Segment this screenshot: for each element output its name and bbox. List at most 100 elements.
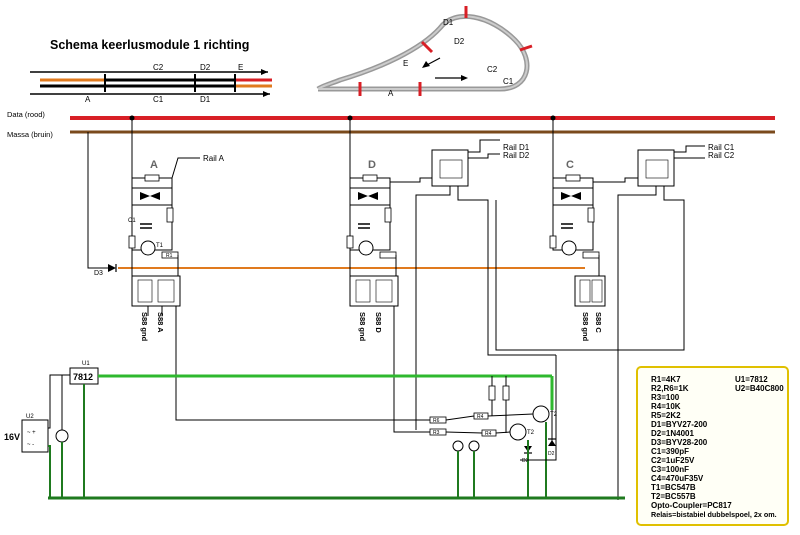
opto-coupler-d xyxy=(349,275,399,307)
resistor-r5 xyxy=(144,174,160,182)
massa-drop-wire xyxy=(87,132,110,269)
relay-c-drive-wire xyxy=(617,186,657,500)
power-supply: ~ + ~ - U2 16V 7812 U1 R6 R3 R4 R4 xyxy=(4,355,625,500)
transistor-t1 xyxy=(561,240,577,256)
diode-d1b xyxy=(368,192,378,200)
t2-right-label: T2 xyxy=(550,412,558,418)
section-d: D S88 gnd S88 D Rail D1 Rail D2 xyxy=(346,115,556,433)
s88-c-label: S88 C xyxy=(594,312,603,333)
s88-d-label: S88 D xyxy=(374,312,383,333)
parts-list-item: R1=4K7 xyxy=(651,375,681,384)
u1-label: U1 xyxy=(82,361,90,367)
track-label-e: E xyxy=(238,63,243,72)
d2-left-label: D2 xyxy=(522,458,529,464)
d3-label: D3 xyxy=(94,270,103,277)
parts-list-item: R4=10K xyxy=(651,402,681,411)
wire xyxy=(48,445,51,498)
schematic-title: Schema keerlusmodule 1 richting xyxy=(50,38,249,52)
resistor-r5-driver xyxy=(488,385,496,401)
loop-arrow-head-2 xyxy=(422,61,430,68)
resistor-r6 xyxy=(128,235,136,249)
opto-transistor xyxy=(591,279,603,303)
resistor-r6 xyxy=(549,235,557,249)
resistor-r6 xyxy=(346,235,354,249)
track-label-c1: C1 xyxy=(153,95,164,104)
rail-d1-label: Rail D1 xyxy=(503,143,530,152)
parts-list-item: R2,R6=1K xyxy=(651,384,689,393)
parts-list-item: Relais=bistabiel dubbelspoel, 2x om. xyxy=(651,510,777,519)
loop-track-inner xyxy=(317,15,528,90)
resistor-r2 xyxy=(384,207,392,223)
d2-right-label: D2 xyxy=(548,451,555,457)
resistor-r5b-driver xyxy=(502,385,510,401)
track-label-a: A xyxy=(85,95,91,104)
parts-list-item: D1=BYV27-200 xyxy=(651,420,708,429)
track-label-c2: C2 xyxy=(153,63,164,72)
detector-network xyxy=(131,177,173,251)
parts-list-item: U1=7812 xyxy=(735,375,768,384)
relay-c xyxy=(637,149,675,187)
wire xyxy=(48,374,70,429)
wire xyxy=(445,431,483,434)
wire xyxy=(520,355,557,461)
capacitor-c4 xyxy=(55,429,69,443)
parts-list: R1=4K7R2,R6=1KR3=100R4=10KR5=2K2D1=BYV27… xyxy=(636,366,789,526)
loop-label-a: A xyxy=(388,89,394,98)
u2-plus: ~ + xyxy=(27,430,36,436)
diode-d1 xyxy=(561,192,571,200)
section-a-name: A xyxy=(150,159,158,171)
resistor-r1 xyxy=(379,251,397,259)
relay-d-coil xyxy=(439,159,463,179)
transistor-t1 xyxy=(358,240,374,256)
parts-list-item: U2=B40C800 xyxy=(735,384,784,393)
detector-network xyxy=(552,177,594,251)
track-label-d1: D1 xyxy=(200,95,211,104)
diode-d1b xyxy=(571,192,581,200)
loop-label-d2: D2 xyxy=(454,37,465,46)
resistor-r2 xyxy=(587,207,595,223)
r3-label: R3 xyxy=(433,430,440,436)
opto-transistor xyxy=(157,279,175,303)
diode-d3 xyxy=(108,264,116,272)
loop-arrow-head xyxy=(461,75,468,81)
wire xyxy=(593,177,638,183)
track-label-d2: D2 xyxy=(200,63,211,72)
rail-c1-wire xyxy=(674,145,705,153)
r4b-label: R4 xyxy=(485,431,492,437)
capacitor-c3 xyxy=(468,440,480,452)
loop-diagram: D1 D2 E C2 C1 A xyxy=(316,6,533,98)
rail-a-wire xyxy=(171,157,200,179)
t1-label: T1 xyxy=(156,243,164,249)
parts-list-left: R1=4K7R2,R6=1KR3=100R4=10KR5=2K2D1=BYV27… xyxy=(651,375,777,519)
loop-label-d1: D1 xyxy=(443,18,454,27)
parts-list-item: C3=100nF xyxy=(651,465,689,474)
parts-list-item: T2=BC557B xyxy=(651,492,696,501)
loop-label-e: E xyxy=(403,59,408,68)
transistor-t2-right xyxy=(532,405,550,423)
parts-list-item: C4=470uF35V xyxy=(651,474,704,483)
opto-transistor xyxy=(375,279,393,303)
capacitor-c2 xyxy=(452,440,464,452)
opto-led xyxy=(355,279,371,303)
loop-label-c1: C1 xyxy=(503,77,514,86)
rail-c2-label: Rail C2 xyxy=(708,151,735,160)
resistor-r5 xyxy=(565,174,581,182)
relay-d xyxy=(431,149,469,187)
section-c: C S88 gnd S88 C Rail C1 Rail C2 xyxy=(495,115,735,500)
loop-gap-5 xyxy=(519,44,533,52)
s88-a-label: S88 A xyxy=(156,312,165,333)
diode-d1 xyxy=(358,192,368,200)
section-d-output-wire xyxy=(393,306,430,433)
loop-gap-3 xyxy=(420,40,434,54)
wire xyxy=(495,431,511,434)
parts-list-item: T1=BC547B xyxy=(651,483,696,492)
r4-label: R4 xyxy=(477,414,484,420)
track-arrow-head xyxy=(261,69,268,75)
detector-network xyxy=(349,177,391,251)
data-bus-label: Data (rood) xyxy=(7,110,45,119)
parts-list-item: Opto-Coupler=PC817 xyxy=(651,501,732,510)
junction-dot xyxy=(550,115,556,121)
rail-d2-label: Rail D2 xyxy=(503,151,530,160)
section-c-name: C xyxy=(566,159,574,171)
